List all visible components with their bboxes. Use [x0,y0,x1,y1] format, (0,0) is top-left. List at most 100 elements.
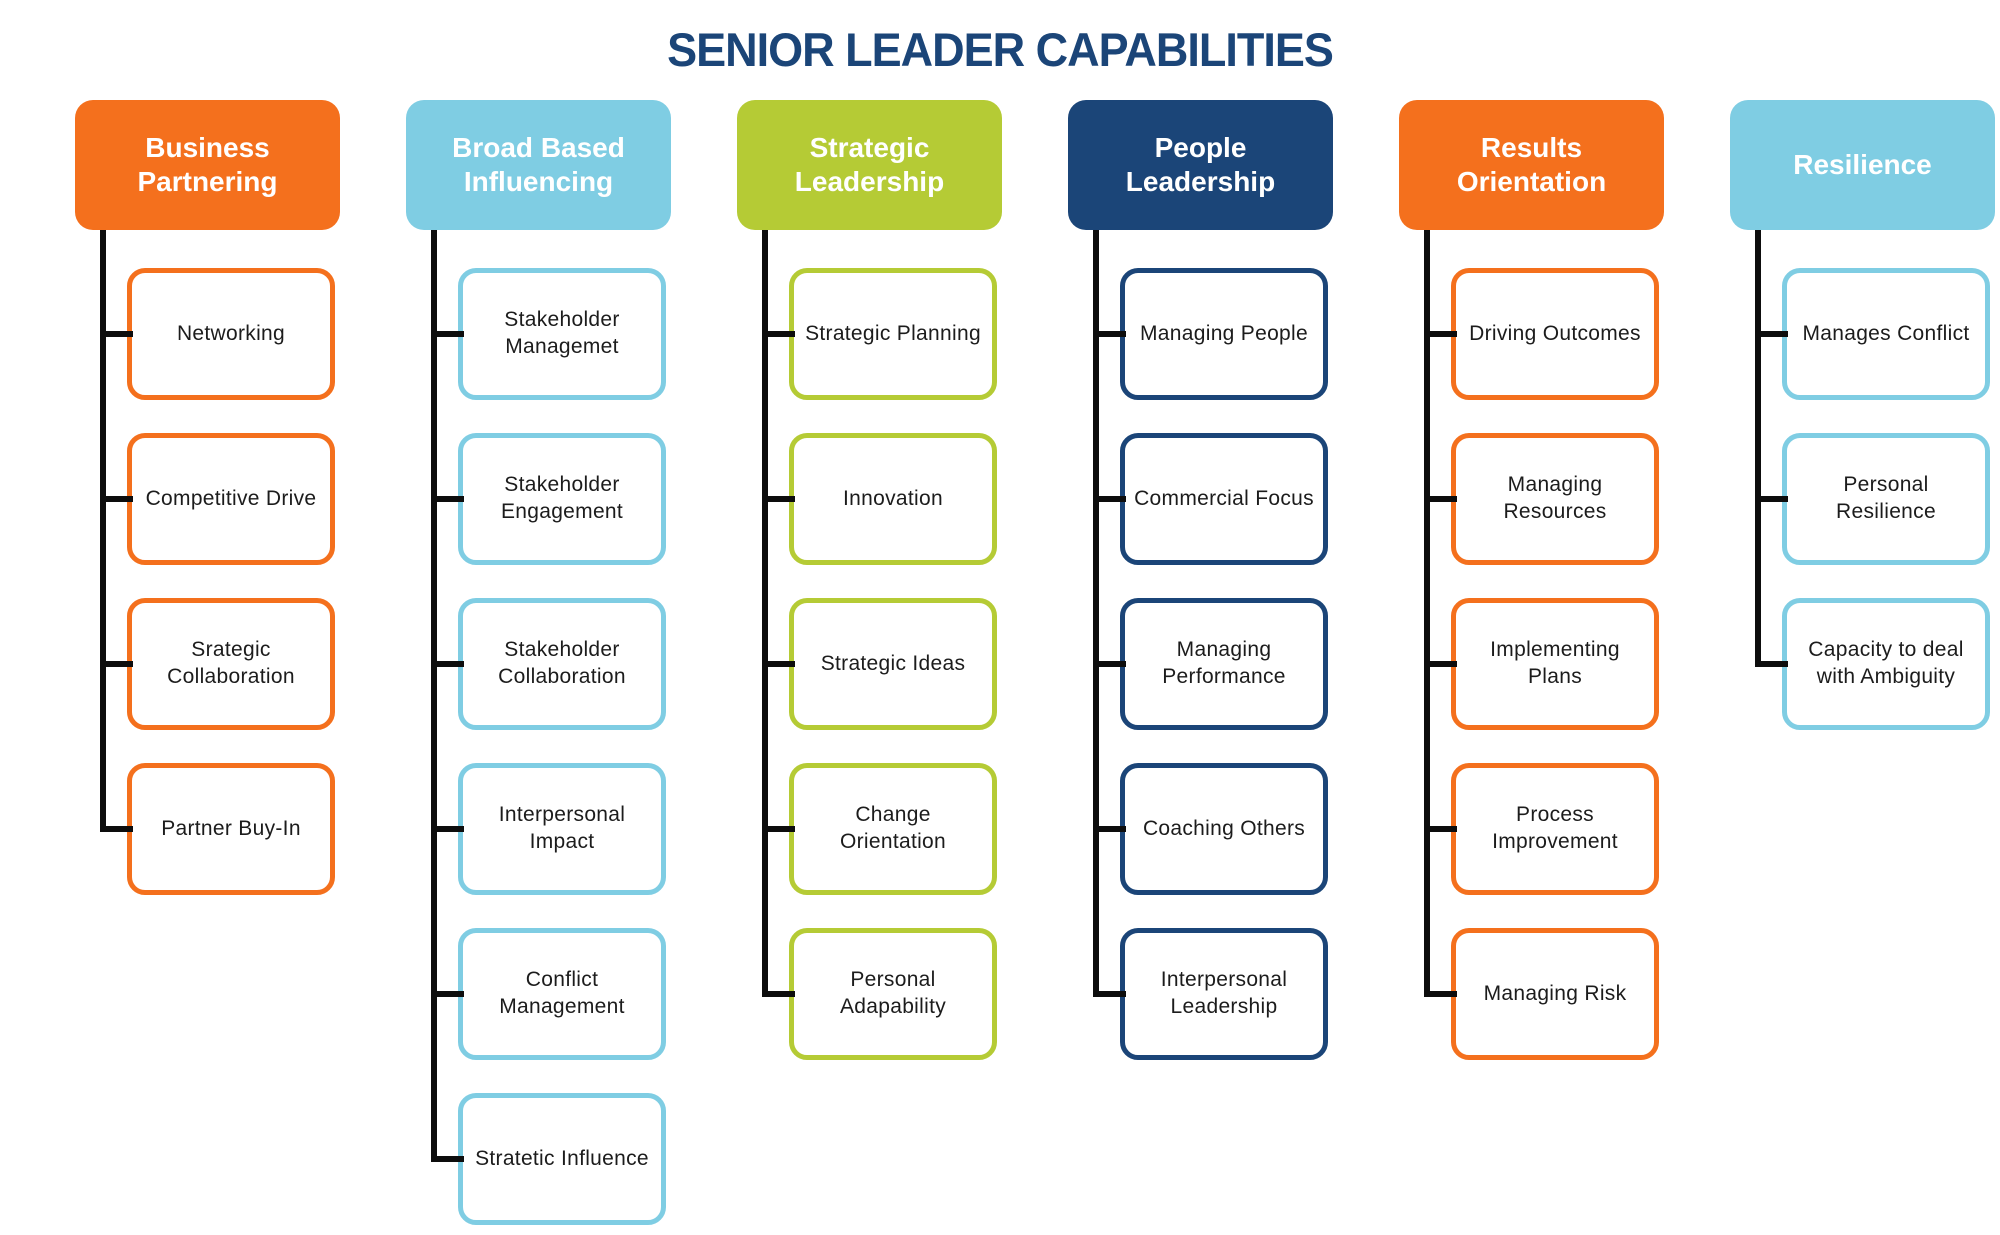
capability-box: Interpersonal Leadership [1099,928,1328,1060]
capability-label: Interpersonal Leadership [1160,968,1288,1018]
capability-label: Implementing Plans [1490,638,1620,688]
column-items: Managing People Commercial Focus Managin… [1099,268,1333,1060]
connector-stub [1099,661,1126,667]
connector-stub [768,661,795,667]
capability-label: Change Orientation [839,803,947,853]
page-title: SENIOR LEADER CAPABILITIES [667,22,1334,77]
connector-stub [1430,826,1457,832]
capability-box: Interpersonal Impact [437,763,666,895]
column-resilience: Resilience Manages Conflict Personal Res… [1730,100,1995,730]
connector-stub [437,661,464,667]
capability-label: Competitive Drive [145,486,317,510]
connector-line [431,230,437,1162]
connector-stub [768,991,795,997]
connector-stub [768,826,795,832]
capability-label: Coaching Others [1142,816,1306,840]
capability-box: Capacity to deal with Ambiguity [1761,598,1990,730]
connector-stub [1430,661,1457,667]
connector-stub [1430,991,1457,997]
column-items: Stakeholder Managemet Stakeholder Engage… [437,268,671,1225]
capability-label: Manages Conflict [1802,321,1970,345]
capability-box: Personal Adapability [768,928,997,1060]
capability-box: Managing Performance [1099,598,1328,730]
capability-label: Stratetic Influence [475,1146,649,1170]
column-results-orientation: Results Orientation Driving Outcomes Man… [1399,100,1664,1060]
capability-box: Commercial Focus [1099,433,1328,565]
connector-stub [768,331,795,337]
column-header: Broad Based Influencing [406,100,671,230]
capability-box: Innovation [768,433,997,565]
capability-label: Strategic Ideas [820,651,966,675]
capability-box: Networking [106,268,335,400]
capability-box: Managing Risk [1430,928,1659,1060]
connector-stub [1761,496,1788,502]
capability-label: Srategic Collaboration [167,638,295,688]
column-header: Results Orientation [1399,100,1664,230]
capability-label: Commercial Focus [1134,486,1314,510]
capability-label: Stakeholder Collaboration [498,638,626,688]
connector-stub [106,661,133,667]
capability-box: Stratetic Influence [437,1093,666,1225]
connector-stub [437,1156,464,1162]
connector-stub [106,496,133,502]
capability-label: Process Improvement [1492,803,1618,853]
connector-stub [106,331,133,337]
capability-label: Conflict Management [499,968,625,1018]
capability-label: Managing Performance [1162,638,1286,688]
capability-box: Manages Conflict [1761,268,1990,400]
column-header: Resilience [1730,100,1995,230]
capability-box: Srategic Collaboration [106,598,335,730]
capability-label: Capacity to deal with Ambiguity [1808,638,1964,688]
column-header: People Leadership [1068,100,1333,230]
connector-stub [768,496,795,502]
capability-label: Stakeholder Managemet [504,308,620,358]
capabilities-diagram: Business Partnering Networking Competiti… [0,100,2000,1225]
capability-label: Strategic Planning [805,321,981,345]
column-strategic-leadership: Strategic Leadership Strategic Planning … [737,100,1002,1060]
capability-label: Driving Outcomes [1469,321,1641,345]
capability-box: Driving Outcomes [1430,268,1659,400]
capability-box: Partner Buy-In [106,763,335,895]
capability-label: Innovation [843,486,943,510]
connector-stub [1099,496,1126,502]
capability-box: Process Improvement [1430,763,1659,895]
capability-label: Managing People [1140,321,1308,345]
column-items: Strategic Planning Innovation Strategic … [768,268,1002,1060]
capability-box: Personal Resilience [1761,433,1990,565]
capability-box: Coaching Others [1099,763,1328,895]
capability-box: Competitive Drive [106,433,335,565]
capability-label: Personal Resilience [1836,473,1936,523]
column-header: Strategic Leadership [737,100,1002,230]
column-items: Networking Competitive Drive Srategic Co… [106,268,340,895]
connector-stub [1099,331,1126,337]
column-people-leadership: People Leadership Managing People Commer… [1068,100,1333,1060]
capability-label: Managing Resources [1503,473,1607,523]
connector-line [100,230,106,832]
connector-stub [437,331,464,337]
capability-box: Managing Resources [1430,433,1659,565]
column-business-partnering: Business Partnering Networking Competiti… [75,100,340,895]
capability-box: Conflict Management [437,928,666,1060]
capability-label: Personal Adapability [839,968,947,1018]
capability-label: Stakeholder Engagement [500,473,624,523]
capability-label: Partner Buy-In [161,816,301,840]
connector-stub [1430,331,1457,337]
column-header: Business Partnering [75,100,340,230]
capability-box: Stakeholder Managemet [437,268,666,400]
connector-stub [1099,826,1126,832]
capability-label: Interpersonal Impact [498,803,626,853]
connector-stub [1099,991,1126,997]
column-items: Manages Conflict Personal Resilience Cap… [1761,268,1995,730]
connector-stub [1430,496,1457,502]
capability-box: Stakeholder Collaboration [437,598,666,730]
capability-box: Implementing Plans [1430,598,1659,730]
connector-stub [437,496,464,502]
column-items: Driving Outcomes Managing Resources Impl… [1430,268,1664,1060]
connector-stub [437,826,464,832]
capability-box: Strategic Planning [768,268,997,400]
connector-stub [1761,331,1788,337]
connector-stub [1761,661,1788,667]
capability-box: Strategic Ideas [768,598,997,730]
capability-box: Stakeholder Engagement [437,433,666,565]
connector-line [1755,230,1761,667]
